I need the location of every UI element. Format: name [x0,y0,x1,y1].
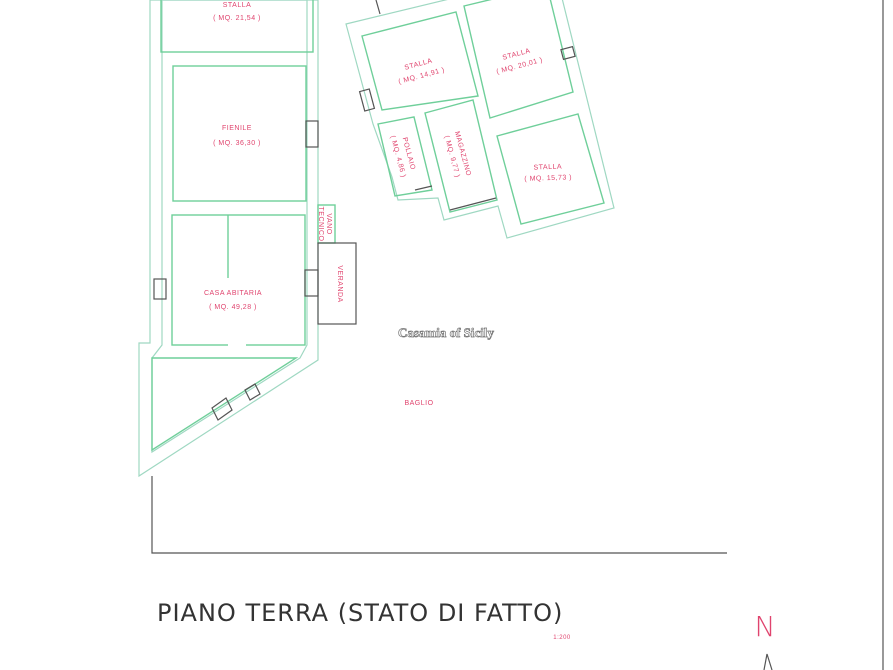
door-opening [228,341,246,361]
site-boundary [151,476,727,554]
window [244,383,261,401]
room-area: ( MQ. 36,30 ) [213,140,261,147]
veranda [317,242,357,325]
left-building-inner-outline [151,0,308,454]
vano-tecnico-label: VANO [325,213,332,234]
vano-tecnico-label: TECNICO [317,207,324,242]
window [358,88,376,112]
room-magazzino [424,99,498,213]
scale-label: 1:200 [553,635,571,641]
boundary-line [375,0,381,15]
door [414,185,433,191]
left-building-outline [138,0,319,478]
room-area: ( MQ. 49,28 ) [209,304,257,311]
north-label: N [755,610,776,643]
room-stalla-4 [496,113,605,225]
room-area: ( MQ. 15,73 ) [524,174,572,183]
room-name: STALLA [404,58,433,72]
room-area: ( MQ. 21,54 ) [213,15,261,22]
room-fienile [172,65,307,202]
drawing-title: PIANO TERRA (STATO DI FATTO) [157,599,563,627]
room-name: STALLA [533,164,562,172]
room-stalla-3 [463,0,574,119]
room-name: FIENILE [222,125,252,132]
window [211,397,233,421]
room-triangle [151,357,299,452]
window [153,278,167,300]
room-casa-abitaria [171,214,306,346]
door [449,197,497,211]
watermark: Casamia of Sicily [398,325,495,340]
veranda-label: VERANDA [336,265,343,302]
room-name: STALLA [223,2,252,9]
window [560,45,576,61]
room-name: CASA ABITARIA [204,290,262,297]
room-pollaio [377,116,433,197]
north-arrow-icon [763,653,773,670]
room-name: STALLA [502,48,531,62]
room-stalla-2 [361,11,479,111]
room-stalla-1 [160,0,314,53]
baglio-label: BAGLIO [404,400,433,407]
window [305,120,319,148]
